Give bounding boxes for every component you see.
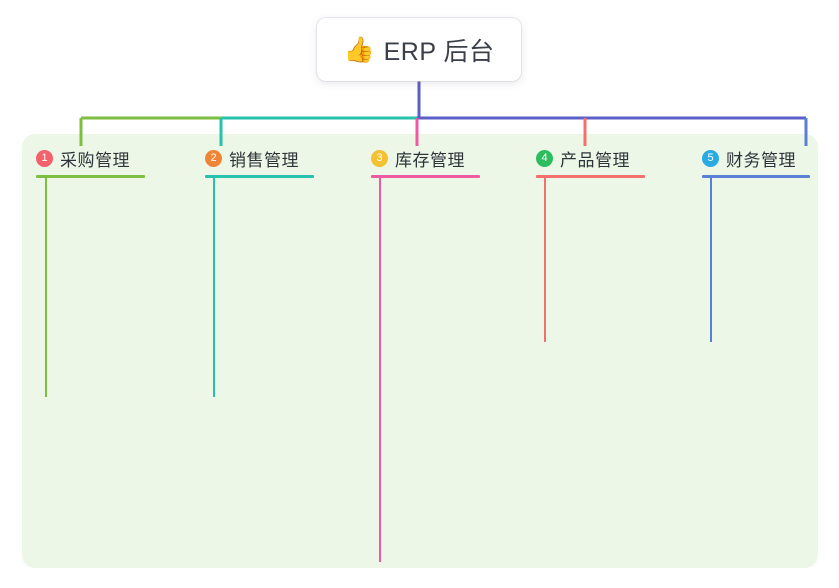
branch-title: 销售管理 [229,151,299,170]
branch-header-4[interactable]: 4 产品管理 [536,146,630,171]
branch-title: 采购管理 [60,151,130,170]
diagram-background-panel [22,134,818,568]
root-node[interactable]: 👍 ERP 后台 [317,18,521,81]
branch-header-2[interactable]: 2 销售管理 [205,146,299,171]
branch-number-badge: 2 [205,150,222,167]
branch-number-badge: 3 [371,150,388,167]
branch-underline [702,175,810,178]
branch-underline [536,175,645,178]
branch-header-1[interactable]: 1 采购管理 [36,146,130,171]
branch-number-badge: 1 [36,150,53,167]
branch-number-badge: 5 [702,150,719,167]
thumbs-up-icon: 👍 [343,35,375,64]
branch-title: 库存管理 [395,151,465,170]
branch-underline [205,175,314,178]
branch-underline [371,175,480,178]
branch-header-5[interactable]: 5 财务管理 [702,146,796,171]
branch-title: 产品管理 [560,151,630,170]
branch-underline [36,175,145,178]
root-title: ERP 后台 [383,37,495,66]
branch-number-badge: 4 [536,150,553,167]
branch-title: 财务管理 [726,151,796,170]
branch-header-3[interactable]: 3 库存管理 [371,146,465,171]
